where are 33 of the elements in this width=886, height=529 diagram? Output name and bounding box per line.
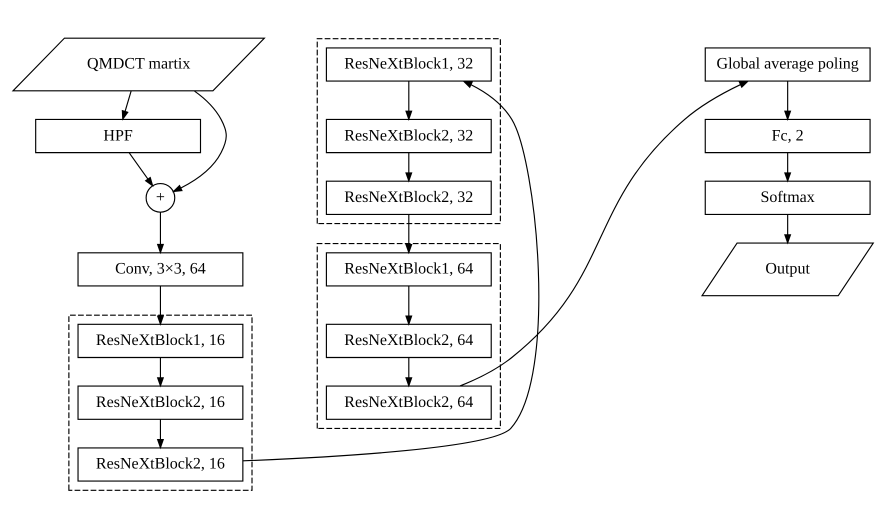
arrow	[405, 358, 412, 388]
node-box: ResNeXtBlock2, 64	[326, 386, 492, 420]
node-box: ResNeXtBlock2, 64	[326, 324, 492, 358]
arrow	[156, 419, 164, 450]
arrow	[156, 286, 164, 326]
arrow	[405, 214, 412, 254]
node-box: Global average poling	[704, 47, 871, 82]
cluster	[316, 38, 501, 224]
arrow	[122, 90, 132, 121]
arrow	[460, 80, 750, 386]
arrow	[784, 152, 792, 183]
node-box: Softmax	[704, 180, 871, 215]
arrow	[128, 152, 154, 188]
arrow	[156, 358, 164, 388]
arrow	[243, 80, 540, 462]
arrow	[405, 286, 412, 326]
arrow	[784, 81, 792, 121]
arrow	[156, 212, 164, 254]
node-box: ResNeXtBlock2, 16	[77, 386, 244, 420]
node-box: ResNeXtBlock1, 64	[326, 252, 492, 287]
node-box: ResNeXtBlock1, 16	[77, 324, 244, 358]
arrow	[172, 90, 227, 192]
node-box: ResNeXtBlock1, 32	[326, 47, 492, 82]
arrow	[405, 152, 412, 183]
node-circle: +	[146, 182, 176, 213]
node-box: Conv, 3×3, 64	[77, 252, 244, 287]
node-box: ResNeXtBlock2, 16	[77, 447, 244, 482]
node-box: ResNeXtBlock2, 32	[326, 118, 492, 154]
node-box: ResNeXtBlock2, 32	[326, 180, 492, 215]
arrow	[405, 81, 412, 121]
arrow	[784, 214, 792, 245]
node-box: Fc, 2	[704, 118, 871, 154]
node-box: HPF	[35, 118, 202, 154]
